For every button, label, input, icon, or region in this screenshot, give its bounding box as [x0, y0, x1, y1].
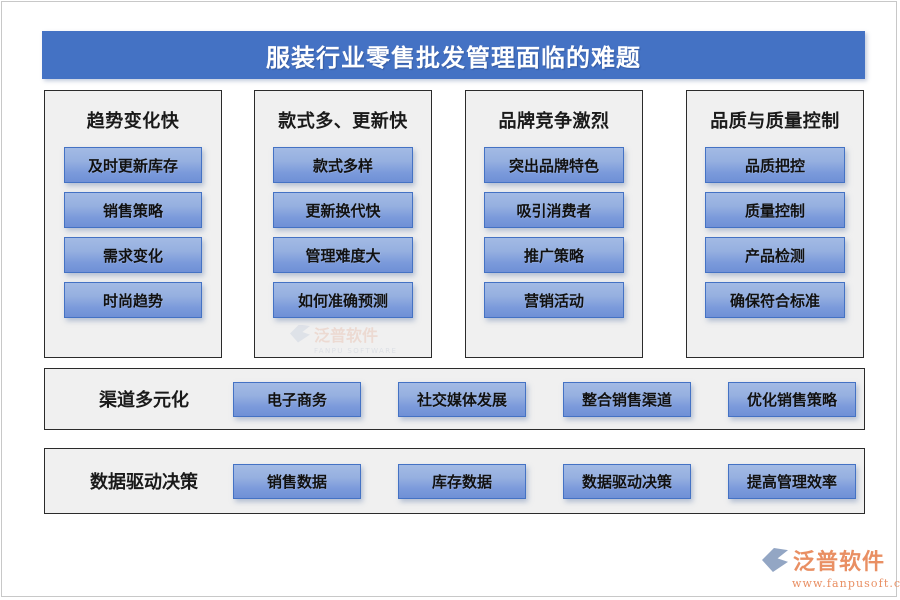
brand-url: www.fanpusoft.com: [792, 577, 900, 590]
category-title: 趋势变化快: [86, 111, 180, 132]
category-item-list: 品质把控 质量控制 产品检测 确保符合标准: [687, 147, 863, 318]
fanpu-logo-icon: [762, 548, 788, 572]
category-item-chip[interactable]: 及时更新库存: [64, 147, 202, 183]
category-row-data-driven-decisions: 数据驱动决策 销售数据 库存数据 数据驱动决策 提高管理效率: [44, 448, 865, 514]
category-item-chip[interactable]: 推广策略: [484, 237, 624, 273]
category-title: 款式多、更新快: [278, 111, 408, 132]
category-item-chip[interactable]: 款式多样: [273, 147, 413, 183]
category-row-item-list: 销售数据 库存数据 数据驱动决策 提高管理效率: [233, 463, 864, 499]
category-panel-trend: 趋势变化快 及时更新库存 销售策略 需求变化 时尚趋势: [44, 90, 222, 358]
page-title-banner: 服装行业零售批发管理面临的难题: [42, 31, 865, 79]
category-panel-brand-competition: 品牌竞争激烈 突出品牌特色 吸引消费者 推广策略 营销活动: [465, 90, 643, 358]
category-item-list: 突出品牌特色 吸引消费者 推广策略 营销活动: [466, 147, 642, 318]
brand-logo: 泛普软件 www.fanpusoft.com: [762, 544, 900, 592]
category-item-chip[interactable]: 时尚趋势: [64, 282, 202, 318]
category-item-chip[interactable]: 社交媒体发展: [398, 381, 526, 417]
category-item-list: 款式多样 更新换代快 管理难度大 如何准确预测: [255, 147, 431, 318]
category-row-label: 渠道多元化: [99, 390, 189, 411]
category-row-item-list: 电子商务 社交媒体发展 整合销售渠道 优化销售策略: [233, 381, 864, 417]
category-item-chip[interactable]: 整合销售渠道: [563, 381, 691, 417]
category-title: 品牌竞争激烈: [498, 111, 610, 132]
category-item-chip[interactable]: 更新换代快: [273, 192, 413, 228]
category-item-chip[interactable]: 质量控制: [705, 192, 845, 228]
category-row-label: 数据驱动决策: [90, 472, 198, 493]
brand-name: 泛普软件: [793, 549, 886, 575]
category-item-chip[interactable]: 库存数据: [398, 463, 526, 499]
category-item-chip[interactable]: 管理难度大: [273, 237, 413, 273]
category-item-chip[interactable]: 销售策略: [64, 192, 202, 228]
category-item-chip[interactable]: 需求变化: [64, 237, 202, 273]
brand-logo-row: 泛普软件: [762, 544, 894, 576]
category-item-chip[interactable]: 产品检测: [705, 237, 845, 273]
category-panel-quality-control: 品质与质量控制 品质把控 质量控制 产品检测 确保符合标准: [686, 90, 864, 358]
category-item-chip[interactable]: 优化销售策略: [728, 381, 856, 417]
category-item-chip[interactable]: 电子商务: [233, 381, 361, 417]
category-item-chip[interactable]: 确保符合标准: [705, 282, 845, 318]
category-panel-styles: 款式多、更新快 款式多样 更新换代快 管理难度大 如何准确预测: [254, 90, 432, 358]
category-item-chip[interactable]: 营销活动: [484, 282, 624, 318]
category-item-chip[interactable]: 如何准确预测: [273, 282, 413, 318]
category-item-chip[interactable]: 销售数据: [233, 463, 361, 499]
category-item-chip[interactable]: 提高管理效率: [728, 463, 856, 499]
category-item-chip[interactable]: 品质把控: [705, 147, 845, 183]
category-item-chip[interactable]: 突出品牌特色: [484, 147, 624, 183]
category-title: 品质与质量控制: [710, 111, 840, 132]
page-title: 服装行业零售批发管理面临的难题: [266, 42, 641, 72]
category-row-channel-diversification: 渠道多元化 电子商务 社交媒体发展 整合销售渠道 优化销售策略: [44, 368, 865, 430]
category-item-chip[interactable]: 吸引消费者: [484, 192, 624, 228]
category-item-list: 及时更新库存 销售策略 需求变化 时尚趋势: [45, 147, 221, 318]
category-item-chip[interactable]: 数据驱动决策: [563, 463, 691, 499]
